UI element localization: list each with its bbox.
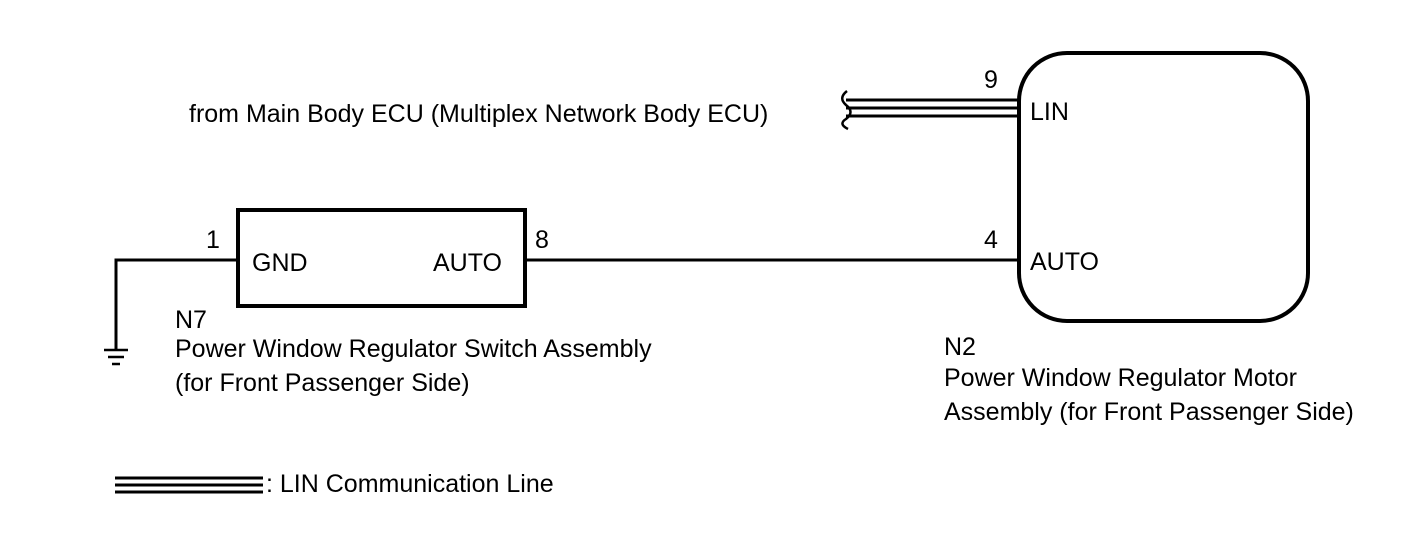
ground-wire	[114, 258, 238, 350]
source-ecu-label: from Main Body ECU (Multiplex Network Bo…	[189, 100, 768, 128]
lin-break-mark	[841, 90, 852, 131]
switch-auto-pin-label: AUTO	[433, 249, 502, 277]
legend-lin-symbol	[115, 476, 263, 494]
motor-assembly-name-line1: Power Window Regulator Motor	[944, 364, 1297, 392]
motor-lin-pin-label: LIN	[1030, 98, 1069, 126]
legend-label: : LIN Communication Line	[266, 470, 554, 498]
motor-auto-pin-label: AUTO	[1030, 248, 1099, 276]
switch-gnd-pin-label: GND	[252, 249, 308, 277]
lin-communication-line	[846, 98, 1019, 118]
switch-assembly-box	[236, 208, 527, 308]
switch-assembly-code: N7	[175, 306, 207, 334]
switch-auto-pin-number: 8	[535, 226, 549, 254]
motor-assembly-code: N2	[944, 333, 976, 361]
switch-assembly-name-line2: (for Front Passenger Side)	[175, 369, 470, 397]
switch-gnd-pin-number: 1	[206, 226, 220, 254]
motor-auto-pin-number: 4	[984, 226, 998, 254]
motor-assembly-name-line2: Assembly (for Front Passenger Side)	[944, 398, 1354, 426]
switch-assembly-name-line1: Power Window Regulator Switch Assembly	[175, 335, 652, 363]
motor-assembly-box	[1017, 51, 1310, 323]
ground-icon	[104, 348, 128, 366]
motor-lin-pin-number: 9	[984, 66, 998, 94]
